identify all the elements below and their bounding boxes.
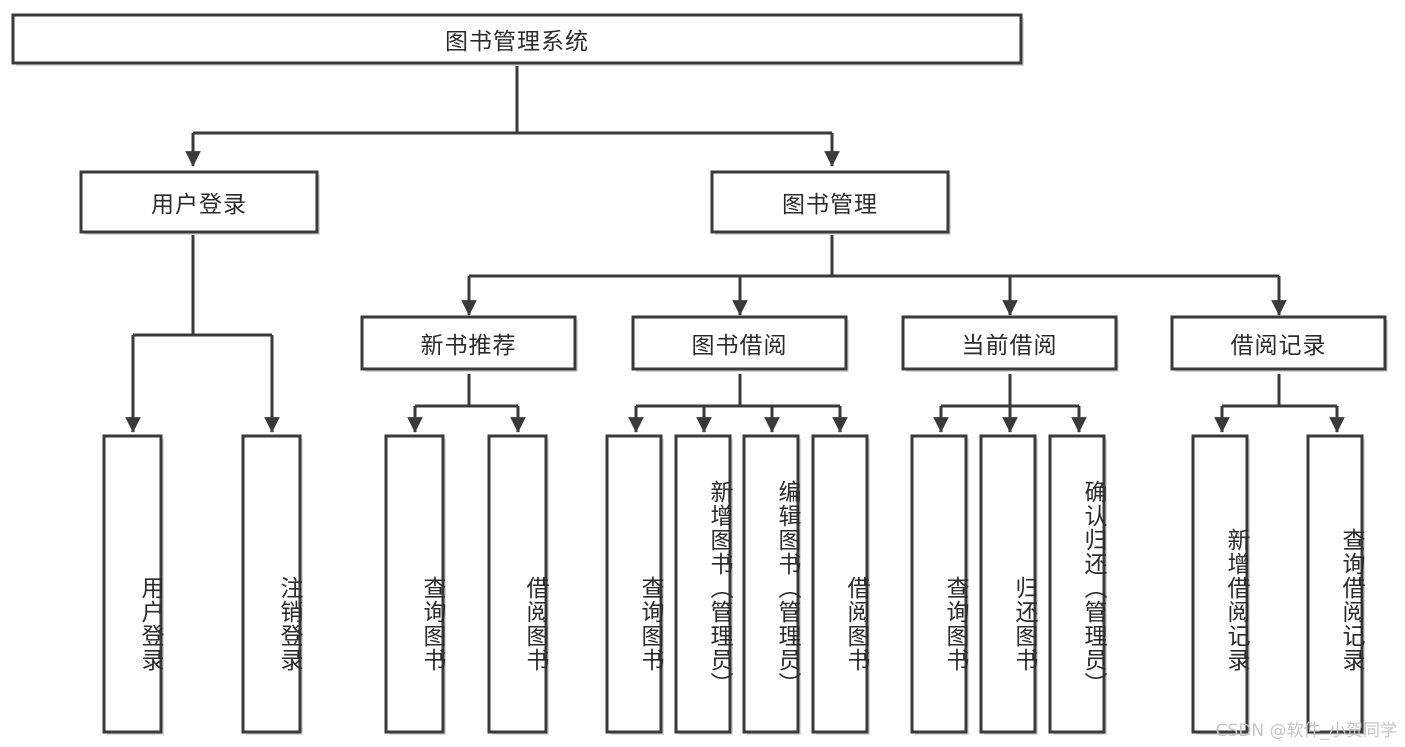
node-current-borrow[interactable]: [901, 315, 1119, 372]
edge-newbook-to-leaves: [407, 374, 526, 433]
node-leaf-book-borrow-3[interactable]: [742, 434, 801, 735]
node-book-manage[interactable]: [710, 170, 951, 235]
node-leaf-user-login-2[interactable]: [241, 434, 303, 735]
edge-userlogin-to-leaves: [125, 234, 280, 433]
node-leaf-book-borrow-4[interactable]: [811, 434, 870, 735]
node-leaf-book-borrow-2[interactable]: [674, 434, 733, 735]
node-leaf-borrow-record-1[interactable]: [1191, 434, 1250, 735]
node-book-borrow[interactable]: [631, 315, 849, 372]
node-root[interactable]: [11, 13, 1024, 66]
node-leaf-current-borrow-3[interactable]: [1048, 434, 1107, 735]
node-borrow-record[interactable]: [1170, 315, 1388, 372]
edge-root-to-level1: [185, 64, 840, 167]
node-leaf-current-borrow-2[interactable]: [979, 434, 1038, 735]
edge-currentborrow-to-leaves: [933, 374, 1087, 433]
watermark: CSDN @软件_小贺同学: [1215, 721, 1397, 741]
edge-borrowrecord-to-leaves: [1214, 374, 1345, 433]
node-leaf-borrow-record-2[interactable]: [1306, 434, 1365, 735]
node-leaf-user-login-1[interactable]: [102, 434, 164, 735]
node-new-book-recommend[interactable]: [360, 315, 578, 372]
node-leaf-current-borrow-1[interactable]: [910, 434, 969, 735]
node-leaf-new-book-2[interactable]: [487, 434, 549, 735]
node-leaf-book-borrow-1[interactable]: [605, 434, 664, 735]
edge-bookmanage-to-level2: [461, 234, 1287, 316]
node-user-login[interactable]: [79, 170, 320, 235]
node-leaf-new-book-1[interactable]: [384, 434, 446, 735]
edge-bookborrow-to-leaves: [628, 374, 848, 433]
